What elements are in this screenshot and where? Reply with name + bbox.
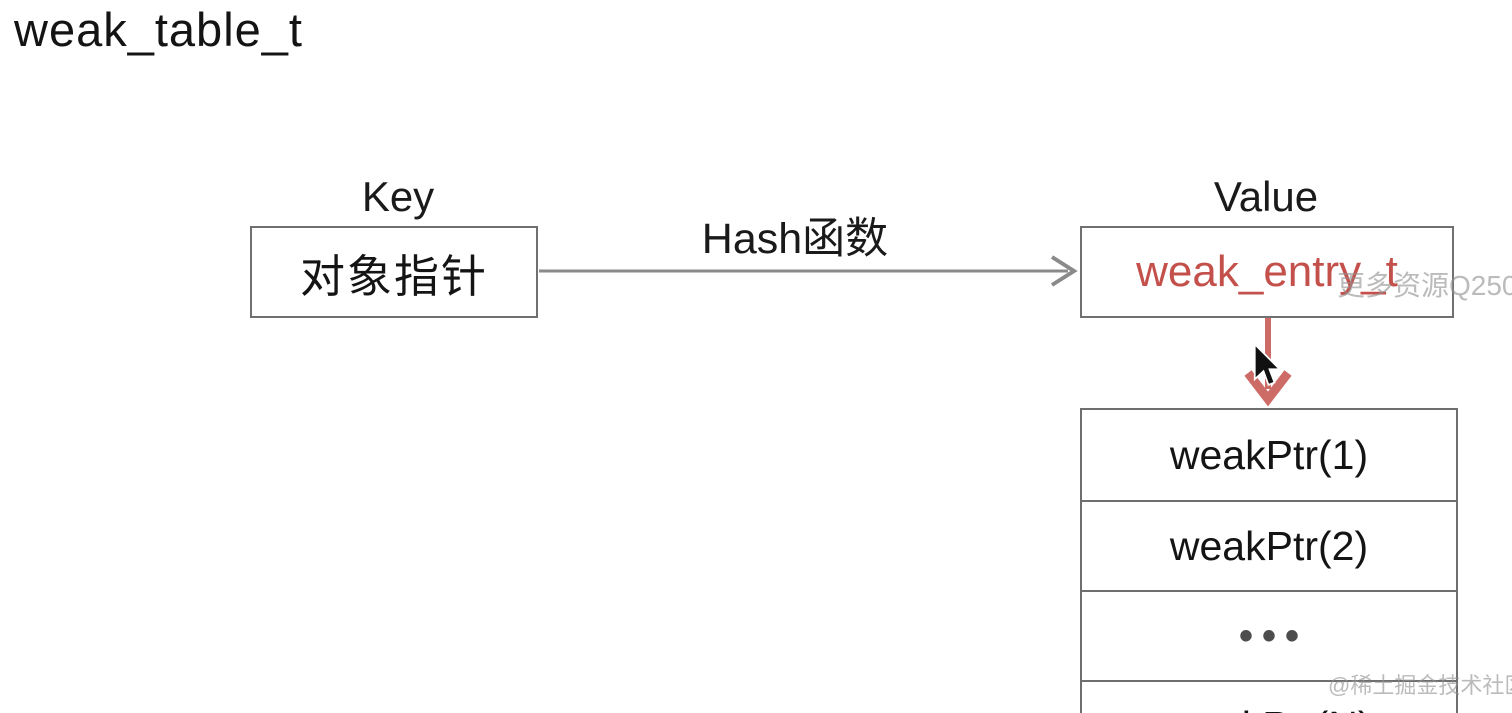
table-row-weakptr-1: weakPtr(1) [1169,431,1369,478]
page-title: weak_table_t [14,3,303,56]
table-row-weakptr-2: weakPtr(2) [1082,500,1456,590]
table-row-ellipsis: ••• [1082,590,1456,680]
weak-ptr-table: weakPtr(1) weakPtr(2) ••• weakPtr(N) [1080,408,1458,713]
hash-function-label: Hash函数 [701,215,889,263]
key-label: Key [361,173,435,220]
value-label: Value [1213,173,1319,220]
mouse-cursor-icon [1253,343,1281,387]
value-box-text: weak_entry_t [1136,247,1398,296]
key-box: 对象指针 [250,226,538,318]
value-box: weak_entry_t [1080,226,1454,318]
table-row-weakptr-n: weakPtr(N) [1082,680,1456,713]
key-box-text: 对象指针 [299,250,488,302]
